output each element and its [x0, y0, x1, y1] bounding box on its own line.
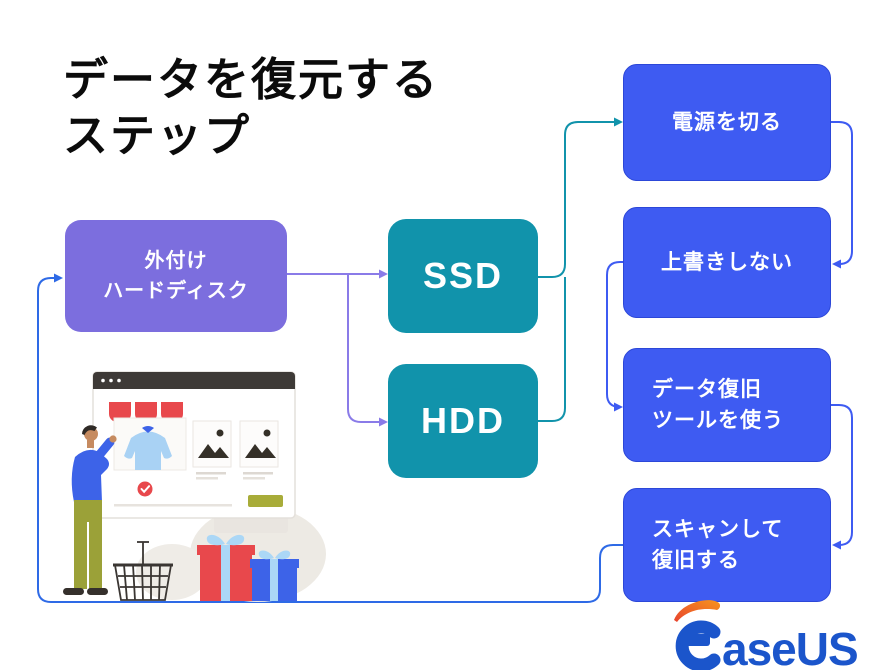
page-title: データを復元する ステップ [63, 52, 583, 165]
easeus-logo-text: aseUS [722, 623, 859, 671]
person-hand [109, 435, 117, 443]
node-external-hard-disk-line2: ハードディスク [103, 280, 249, 302]
step-scan-and-recover-label: スキャンして [652, 517, 784, 541]
person-shoe [63, 588, 84, 595]
product-card-placeholder [239, 420, 279, 480]
node-ssd: SSD [388, 219, 538, 333]
buy-button-graphic [248, 495, 283, 507]
node-hdd: HDD [388, 364, 538, 478]
window-dot [109, 378, 113, 383]
person [63, 425, 117, 595]
browser-titlebar [93, 372, 295, 389]
step-use-recovery-tool-label: データ復旧 [652, 377, 762, 401]
node-external-hard-disk-line1: 外付け [144, 250, 208, 272]
person-legs [74, 500, 102, 589]
check-badge-icon [137, 481, 153, 497]
step-power-off-label: 電源を切る [672, 110, 782, 134]
connector-hdd-join [537, 277, 566, 422]
product-card-placeholder [192, 420, 232, 480]
page-title-line1: データを復元する [63, 54, 440, 105]
gift-box-red [197, 534, 255, 601]
step-no-overwrite-label: 上書きしない [661, 250, 793, 274]
step-scan-and-recover-label2: 復旧する [652, 549, 740, 572]
arrowhead-step4 [832, 540, 841, 550]
step-scan-and-recover: スキャンして 復旧する [623, 488, 831, 602]
window-dot [101, 378, 105, 383]
person-torso [71, 449, 109, 502]
arrowhead-step3 [614, 402, 623, 412]
step-use-recovery-tool-label2: ツールを使う [652, 409, 784, 432]
arrowhead-step1 [614, 117, 623, 127]
connector-step2-step3 [606, 261, 623, 408]
node-hdd-label: HDD [421, 400, 505, 441]
image-icon [245, 444, 276, 458]
easeus-logo: aseUS [664, 598, 859, 671]
arrowhead-source [54, 273, 63, 283]
shopping-illustration [63, 371, 326, 602]
image-icon [198, 444, 229, 458]
arrowhead-step2 [832, 259, 841, 269]
step-no-overwrite: 上書きしない [623, 207, 831, 318]
connector-loop-back [37, 277, 623, 603]
connector-ssd-step1 [538, 121, 614, 278]
browser-window [92, 371, 296, 519]
node-ssd-label: SSD [422, 255, 504, 296]
arrowhead-hdd [379, 417, 388, 427]
window-dot [117, 378, 121, 383]
node-external-hard-disk: 外付け ハードディスク [65, 220, 287, 332]
connector-step3-step4 [831, 404, 853, 546]
easeus-e-icon [674, 600, 721, 670]
person-shoe [87, 588, 108, 595]
connector-step1-step2 [831, 121, 853, 265]
gift-box-blue [250, 550, 299, 601]
sweater-icon [124, 431, 172, 470]
person-hair [82, 425, 97, 435]
step-power-off: 電源を切る [623, 64, 831, 181]
page-title-line2: ステップ [63, 110, 252, 162]
arrowhead-ssd [379, 269, 388, 279]
shopping-basket-icon [113, 541, 173, 601]
step-use-recovery-tool: データ復旧 ツールを使う [623, 348, 831, 462]
connector-source-hdd [347, 274, 379, 423]
product-card-sweater [113, 417, 187, 471]
